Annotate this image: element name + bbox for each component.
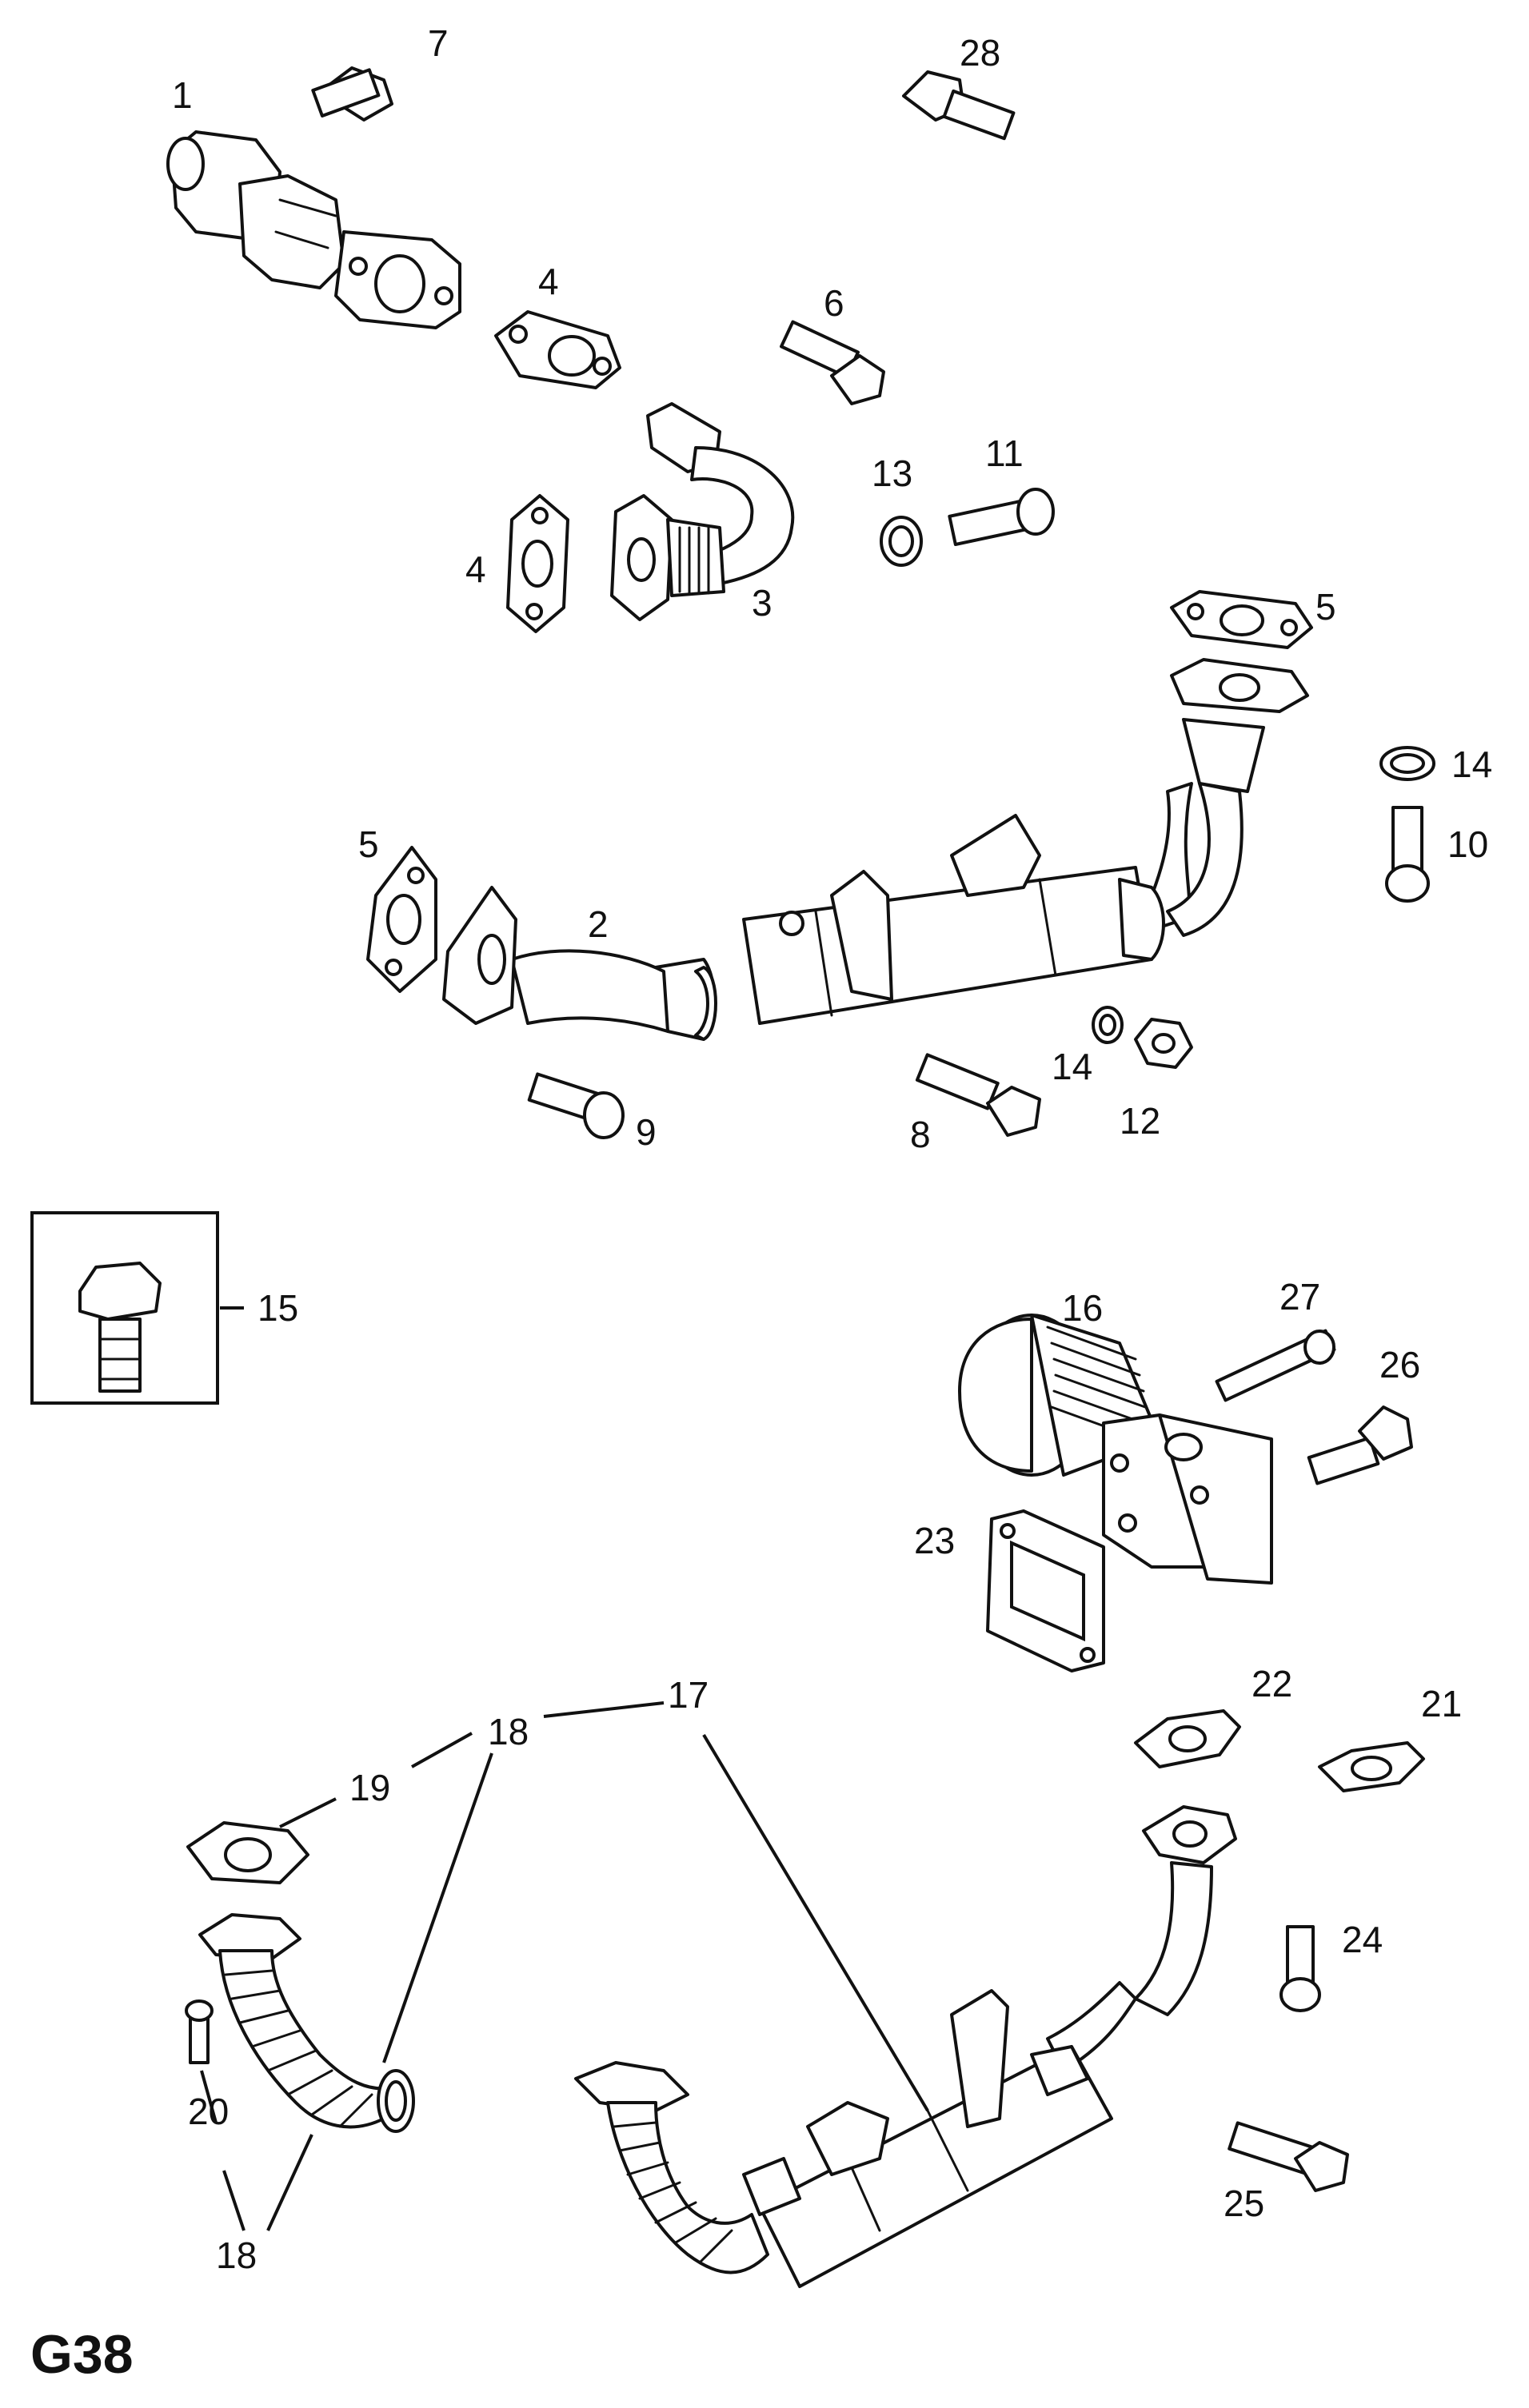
part-16-egr-valve <box>958 1314 1273 1585</box>
leader-18-19 <box>411 1732 473 1768</box>
part-27-stud <box>1215 1329 1336 1402</box>
leader-18-pipe <box>382 1752 493 2063</box>
callout-11: 11 <box>985 433 1024 474</box>
leader-20 <box>200 2070 218 2123</box>
part-4-gasket-lower <box>506 494 569 633</box>
part-19-gasket <box>186 1821 309 1884</box>
callout-4-upper: 4 <box>538 261 559 302</box>
part-21-gasket <box>1318 1741 1425 1792</box>
callout-2: 2 <box>588 903 609 945</box>
part-10-bolt <box>1385 806 1430 903</box>
callout-28: 28 <box>960 32 1000 74</box>
callout-14-lower: 14 <box>1052 1046 1092 1087</box>
part-2-inlet-flange <box>442 886 517 1025</box>
part-18-flex-pipe-left <box>198 1913 415 2133</box>
part-14-washer-lower <box>1092 1006 1124 1044</box>
part-8-bolt <box>915 1053 1041 1137</box>
callout-18-lower: 18 <box>216 2235 257 2276</box>
part-9-bolt <box>527 1072 625 1139</box>
part-22-gasket <box>1134 1709 1241 1768</box>
leader-18-lower <box>266 2134 313 2231</box>
part-24-bolt <box>1279 1925 1321 2012</box>
part-14-washer-upper <box>1379 746 1435 781</box>
part-5-gasket-upper <box>1170 590 1313 649</box>
page-code: G38 <box>30 2324 134 2385</box>
callout-15: 15 <box>257 1287 298 1329</box>
callout-10: 10 <box>1447 823 1488 865</box>
part-28-bolt <box>902 70 1016 141</box>
part-12-nut <box>1134 1018 1193 1069</box>
part-23-gasket <box>986 1509 1105 1672</box>
callout-7: 7 <box>428 22 449 64</box>
leader-17 <box>702 1733 929 2112</box>
part-3-pipe-elbow <box>610 402 795 621</box>
callout-27: 27 <box>1279 1276 1320 1318</box>
part-17-egr-cooler <box>574 1805 1237 2288</box>
part-2-egr-cooler <box>510 658 1309 1041</box>
leader-20-18 <box>222 2170 246 2231</box>
callout-12: 12 <box>1120 1100 1160 1142</box>
part-13-washer <box>880 516 923 567</box>
callout-23: 23 <box>914 1520 955 1561</box>
callout-24: 24 <box>1342 1919 1383 1960</box>
callout-26: 26 <box>1379 1344 1420 1385</box>
callout-5-left: 5 <box>358 823 379 865</box>
callout-17: 17 <box>668 1674 709 1716</box>
part-6-bolt <box>780 320 885 405</box>
callout-1: 1 <box>172 74 193 116</box>
callout-22: 22 <box>1252 1663 1292 1704</box>
part-4-gasket-upper <box>494 310 621 389</box>
callout-16: 16 <box>1062 1287 1103 1329</box>
callout-14-upper: 14 <box>1451 744 1492 785</box>
callout-4-lower: 4 <box>465 548 486 590</box>
part-5-gasket-left <box>366 846 437 993</box>
callout-20: 20 <box>188 2091 229 2132</box>
callout-3: 3 <box>752 582 772 624</box>
part-15-flange-bolt <box>78 1262 162 1393</box>
part-7-bolt <box>311 66 393 122</box>
callout-8: 8 <box>910 1114 931 1155</box>
part-11-bolt <box>948 488 1055 547</box>
part-20-bolt <box>185 1999 214 2064</box>
part-1-egr-valve <box>166 130 461 329</box>
part-26-bolt <box>1307 1405 1413 1485</box>
callout-18-upper: 18 <box>488 1711 529 1752</box>
callout-13: 13 <box>872 452 912 494</box>
callout-19: 19 <box>349 1767 390 1808</box>
callout-5-upper: 5 <box>1315 586 1336 628</box>
callout-6: 6 <box>824 282 844 324</box>
leader-19 <box>279 1797 337 1828</box>
callout-25: 25 <box>1224 2183 1264 2224</box>
part-25-bolt <box>1228 2121 1349 2192</box>
leader-18-17 <box>543 1701 665 1718</box>
callout-21: 21 <box>1421 1683 1462 1724</box>
callout-9: 9 <box>636 1111 657 1153</box>
